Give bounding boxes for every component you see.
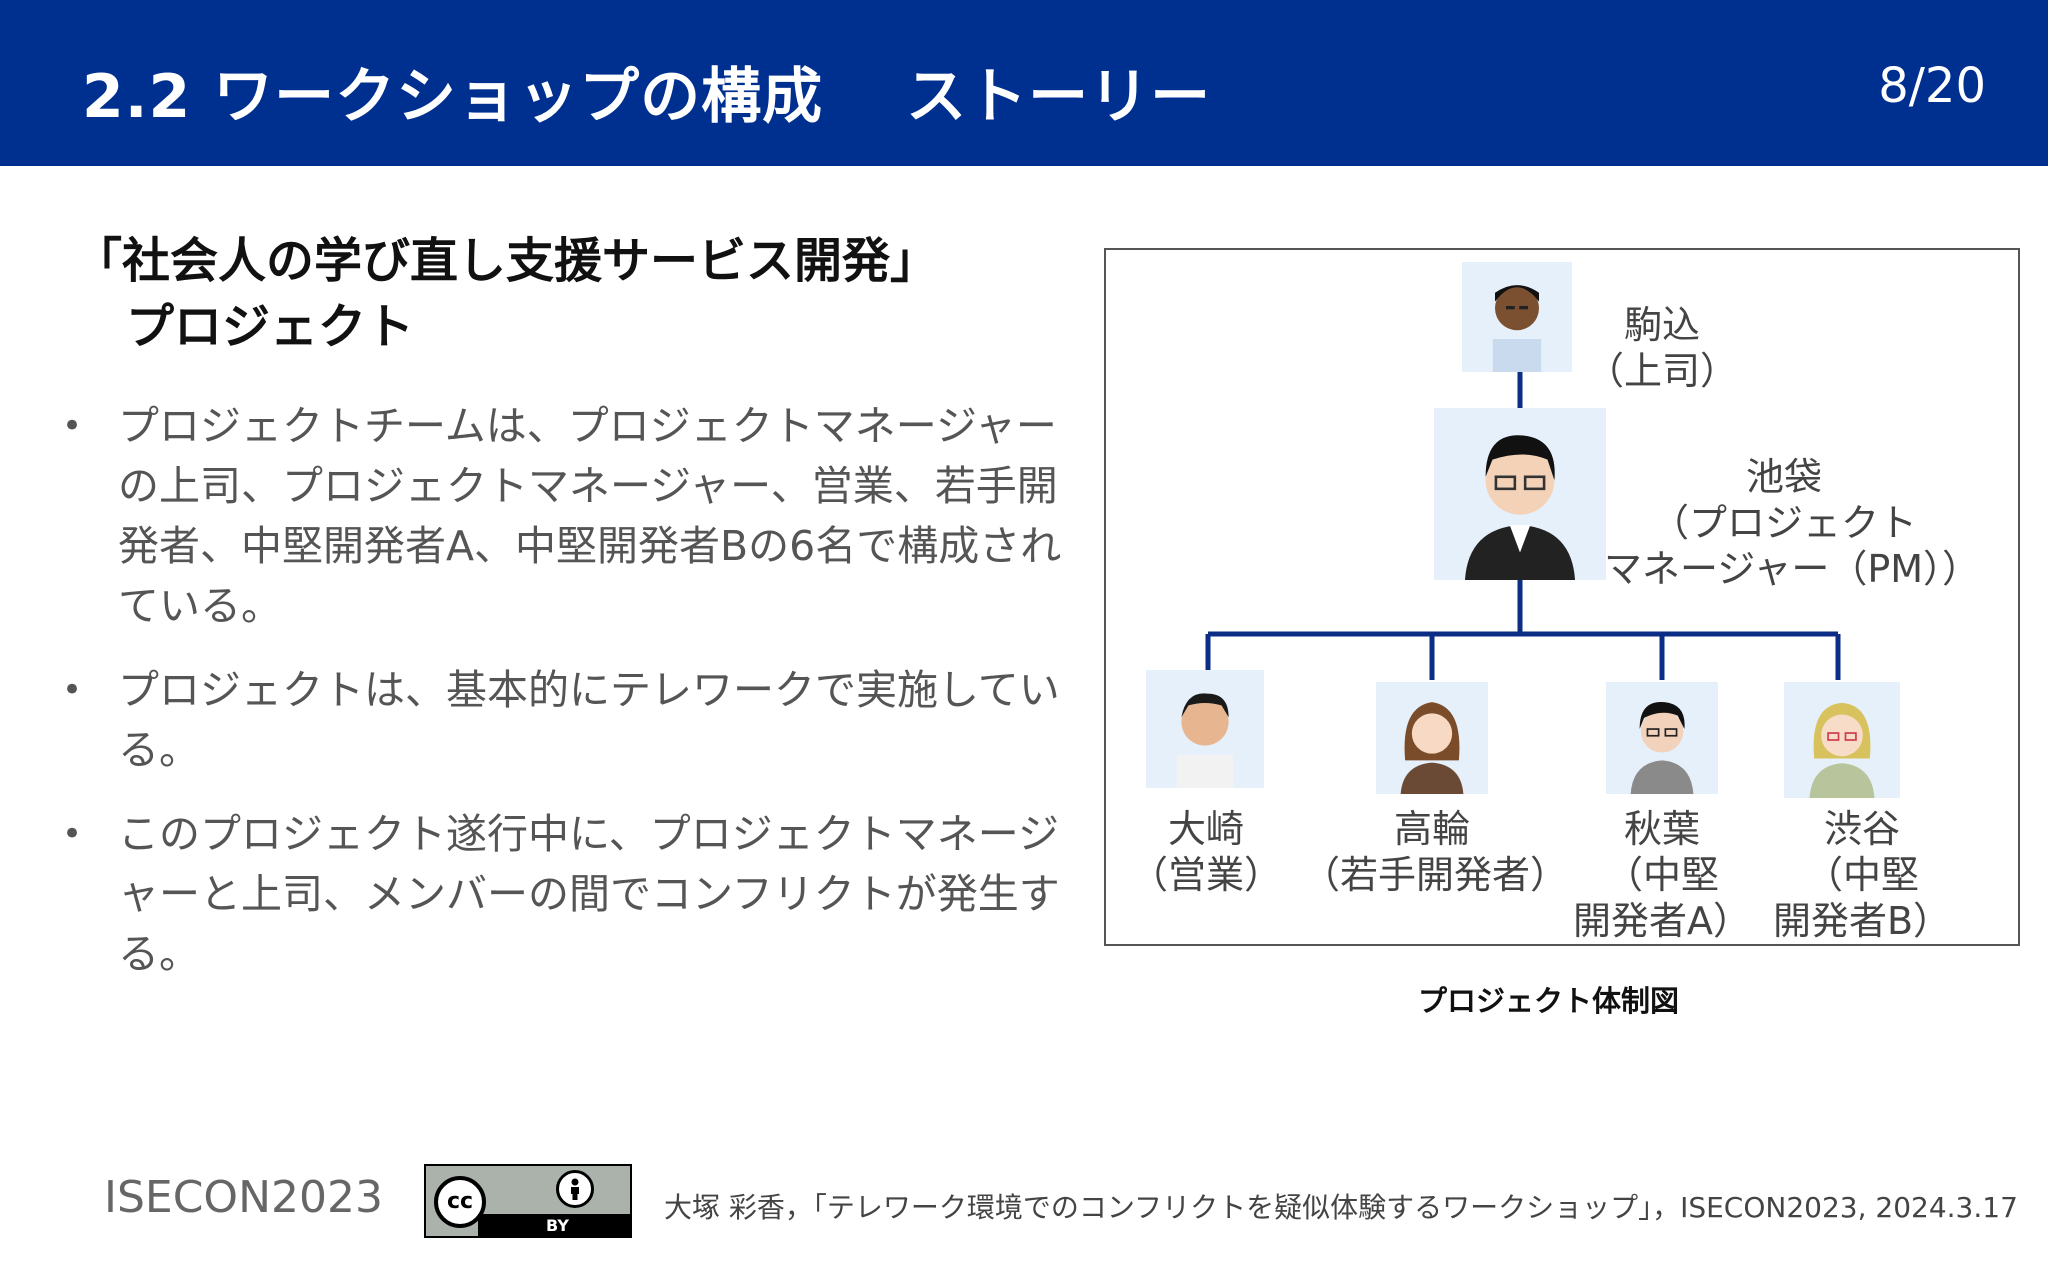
person-icon <box>1630 702 1694 794</box>
org-chart-lines <box>1205 372 1841 680</box>
org-chart: 駒込 （上司） 池袋 （プロジェクト マネージャー（PM）） <box>1104 248 2020 946</box>
citation: 大塚 彩香，「テレワーク環境でのコンフリクトを疑似体験するワークショップ」，IS… <box>664 1191 2018 1224</box>
boss-label: 駒込 （上司） <box>1585 303 1738 393</box>
boss-avatar <box>1462 262 1572 372</box>
bullet-item: •このプロジェクト遂行中に、プロジェクトマネージャーと上司、メンバーの間でコンフ… <box>60 804 1090 984</box>
pm-label: 池袋 （プロジェクト マネージャー（PM）） <box>1604 455 1981 591</box>
person-icon <box>1809 702 1875 798</box>
slide-title: 2.2 ワークショップの構成 ストーリー <box>82 62 1212 132</box>
person-icon <box>1492 285 1542 372</box>
by-label: BY <box>546 1216 569 1235</box>
bullet-item: •プロジェクトは、基本的にテレワークで実施している。 <box>60 660 1090 780</box>
member-avatar-akiba <box>1606 682 1718 794</box>
member-avatar-takanawa <box>1376 682 1488 794</box>
page-number: 8/20 <box>1878 58 1986 114</box>
bullet-item: •プロジェクトチームは、プロジェクトマネージャーの上司、プロジェクトマネージャー… <box>60 396 1090 636</box>
heading-line-1: 「社会人の学び直し支援サービス開発」 <box>74 233 939 289</box>
member-label-akiba: 秋葉 （中堅 開発者A） <box>1573 807 1751 943</box>
title-bar: 2.2 ワークショップの構成 ストーリー 8/20 <box>0 0 2048 166</box>
member-label-shibuya: 渋谷 （中堅 開発者B） <box>1772 807 1952 943</box>
cc-icon: cc <box>434 1176 486 1228</box>
diagram-caption: プロジェクト体制図 <box>1418 984 1680 1018</box>
member-label-takanawa: 高輪 （若手開発者） <box>1302 807 1569 897</box>
member-label-osaki: 大崎 （営業） <box>1129 807 1282 897</box>
heading-line-2: プロジェクト <box>126 299 415 355</box>
member-avatar-osaki <box>1146 670 1264 788</box>
bullet-marker: • <box>62 670 83 710</box>
person-icon <box>1176 693 1234 788</box>
pm-avatar <box>1434 408 1606 580</box>
person-icon <box>1400 702 1464 794</box>
bullet-marker: • <box>62 406 83 446</box>
member-avatar-shibuya <box>1784 682 1900 798</box>
bullet-list: •プロジェクトチームは、プロジェクトマネージャーの上司、プロジェクトマネージャー… <box>60 396 1090 1008</box>
section-heading: 「社会人の学び直し支援サービス開発」 プロジェクト <box>74 228 938 360</box>
attribution-person-icon <box>556 1170 594 1208</box>
person-icon <box>1464 435 1576 580</box>
conference-name: ISECON2023 <box>104 1172 383 1223</box>
cc-by-license-badge: cc BY <box>424 1164 632 1238</box>
bullet-marker: • <box>62 814 83 854</box>
